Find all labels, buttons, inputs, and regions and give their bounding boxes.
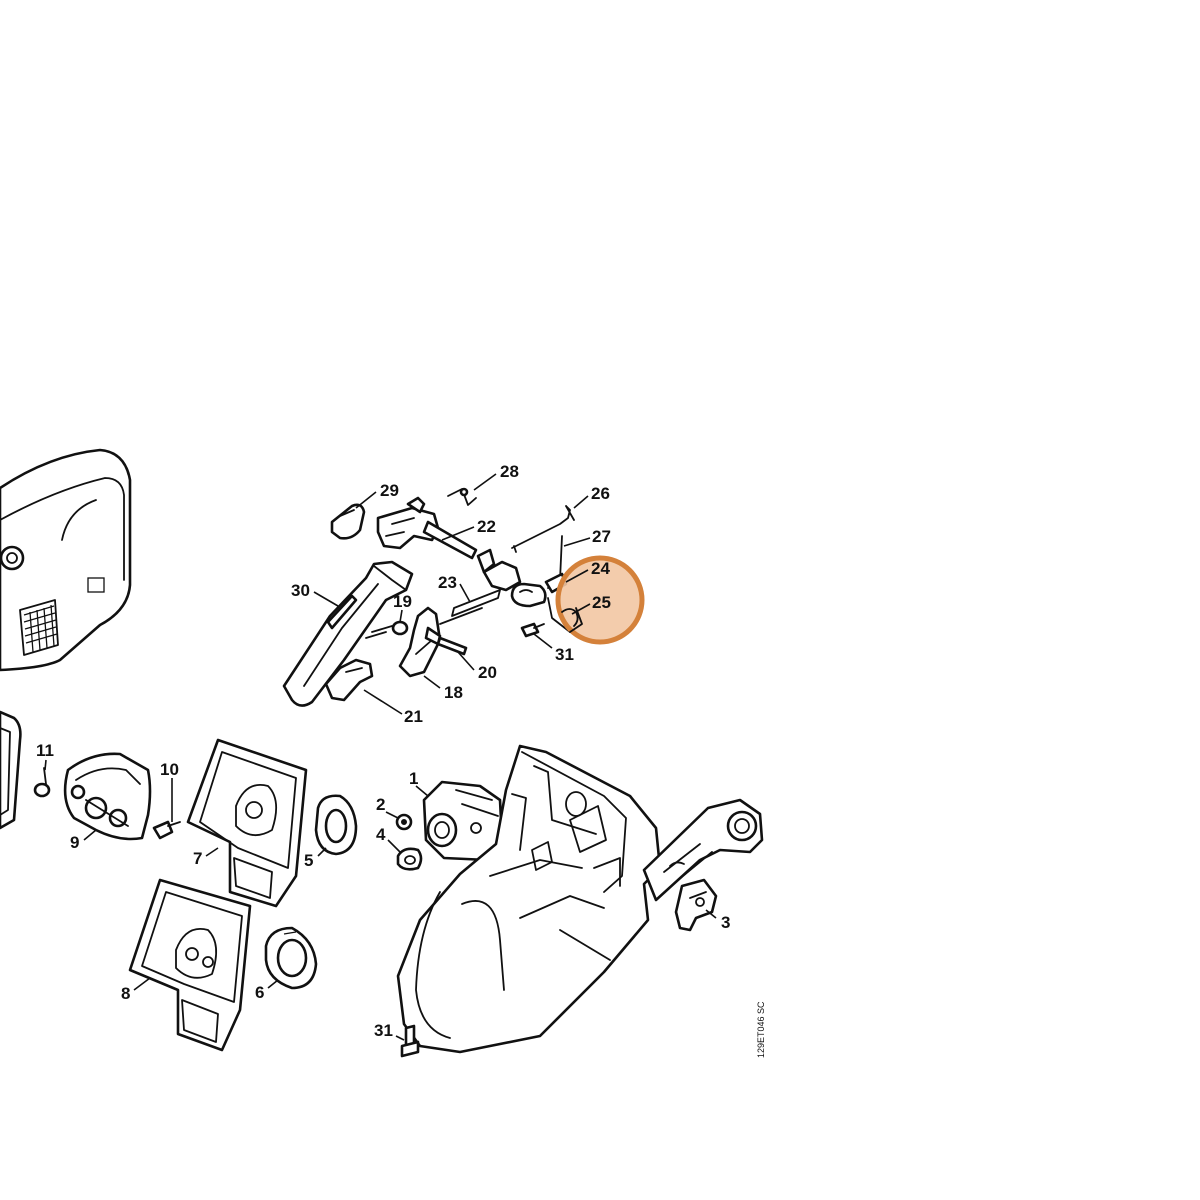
main-housing	[396, 744, 764, 1054]
callout-26: 26	[591, 484, 610, 503]
leader-lines	[44, 473, 717, 1041]
callout-3: 3	[721, 913, 730, 932]
air-filter-fragment	[0, 710, 22, 830]
callout-8: 8	[121, 984, 130, 1003]
callout-24: 24	[591, 559, 610, 578]
callout-18: 18	[444, 683, 463, 702]
part-23-rod	[439, 589, 501, 625]
part-19-clip	[365, 620, 409, 639]
part-throttle-shaft	[476, 548, 568, 608]
callout-9: 9	[70, 833, 79, 852]
callout-5: 5	[304, 851, 313, 870]
part-5-gasket	[314, 794, 358, 856]
drawing-code: 129ET046 SC	[756, 1001, 766, 1058]
part-28	[447, 487, 477, 506]
callout-28: 28	[500, 462, 519, 481]
callout-4: 4	[376, 825, 386, 844]
callout-22: 22	[477, 517, 496, 536]
part-8-lower-plate	[128, 878, 252, 1052]
callout-30: 30	[291, 581, 310, 600]
callout-31-lower: 31	[374, 1021, 393, 1040]
part-9-housing	[63, 752, 152, 841]
part-6-gasket	[264, 926, 318, 990]
part-31-screw-lower	[400, 1024, 420, 1058]
callout-labels: 29 28 26 22 27 24 23 25 30 19 31 20 18 2…	[36, 462, 730, 1040]
part-31-screw-upper	[520, 622, 545, 638]
part-4-grommet	[396, 847, 423, 871]
callout-31-upper: 31	[555, 645, 574, 664]
callout-19: 19	[393, 592, 412, 611]
shroud-cover	[0, 448, 132, 672]
part-2-nut	[395, 813, 413, 831]
callout-10: 10	[160, 760, 179, 779]
callout-20: 20	[478, 663, 497, 682]
callout-21: 21	[404, 707, 423, 726]
part-10-screw	[152, 820, 181, 840]
part-29	[330, 503, 366, 540]
callout-23: 23	[438, 573, 457, 592]
callout-25: 25	[592, 593, 611, 612]
part-26-rod	[511, 505, 575, 553]
part-11-screw	[33, 767, 51, 798]
callout-27: 27	[592, 527, 611, 546]
part-22-lever	[376, 496, 478, 560]
part-18-trigger	[398, 606, 442, 678]
part-20-pin	[436, 636, 468, 656]
part-1-carburetor	[422, 780, 504, 862]
callout-11: 11	[36, 741, 54, 760]
part-7-base-plate	[186, 738, 308, 908]
part-3-bracket	[674, 878, 718, 932]
highlight-marker	[555, 555, 645, 645]
part-21-interlock	[324, 658, 374, 702]
callout-1: 1	[409, 769, 418, 788]
callout-7: 7	[193, 849, 202, 868]
callout-6: 6	[255, 983, 264, 1002]
callout-29: 29	[380, 481, 399, 500]
part-30-handle	[282, 560, 414, 707]
callout-2: 2	[376, 795, 385, 814]
